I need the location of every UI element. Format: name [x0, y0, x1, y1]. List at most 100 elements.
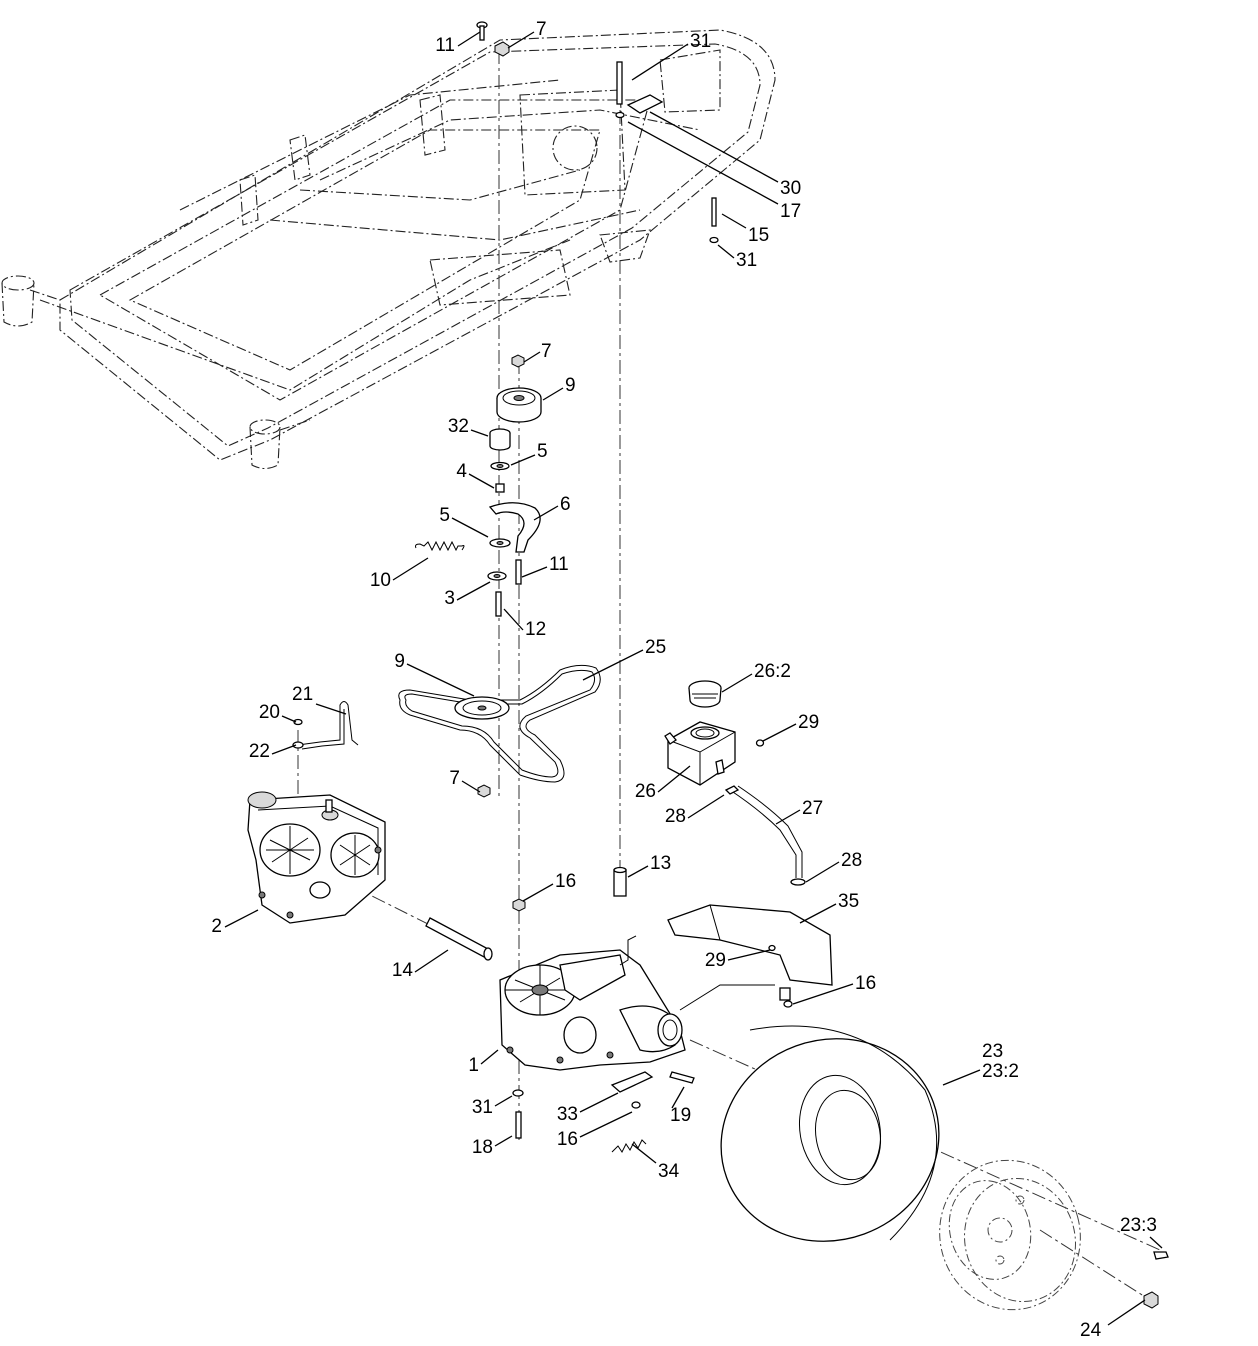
- leader-line-c-26: [657, 765, 691, 793]
- callout-c-19: 19: [670, 1105, 691, 1126]
- callout-c-11-mid: 11: [549, 554, 569, 575]
- top-hardware: [476, 21, 719, 244]
- callout-c-29-top: 29: [798, 712, 819, 733]
- callout-c-31-top: 31: [690, 31, 711, 52]
- leader-line-c-16-a: [522, 883, 554, 902]
- callout-c-22: 22: [249, 741, 270, 762]
- callout-c-9-belt: 9: [394, 651, 405, 672]
- leader-line-c-19: [671, 1086, 685, 1109]
- leader-line-c-7-mid: [523, 351, 541, 363]
- leader-line-c-11-mid: [521, 566, 548, 578]
- callout-c-4: 4: [456, 461, 467, 482]
- leader-line-c-7-belt: [461, 780, 481, 793]
- leader-line-c-1: [480, 1049, 499, 1065]
- leader-line-c-35: [799, 903, 837, 924]
- leader-line-c-9-mid: [542, 387, 564, 401]
- callout-c-27: 27: [802, 798, 823, 819]
- callout-c-28-a: 28: [665, 806, 686, 827]
- callout-c-30: 30: [780, 178, 801, 199]
- callout-c-10: 10: [370, 570, 391, 591]
- leader-line-c-16-b: [792, 983, 854, 1005]
- callout-c-23-2: 23:2: [982, 1061, 1019, 1082]
- callout-c-1: 1: [468, 1055, 479, 1076]
- callout-c-35: 35: [838, 891, 859, 912]
- leader-line-c-9-belt: [406, 663, 475, 697]
- drive-shaft: [425, 866, 627, 961]
- leader-line-c-22: [271, 744, 297, 755]
- leader-line-c-23-3: [1149, 1236, 1163, 1249]
- leader-line-c-5-a: [510, 454, 536, 466]
- callout-c-33: 33: [557, 1104, 578, 1125]
- leader-line-c-28-a: [687, 794, 725, 819]
- callout-c-14: 14: [392, 960, 414, 981]
- callout-c-7-belt: 7: [449, 768, 460, 789]
- bypass-rod: [292, 701, 359, 750]
- leader-line-c-11-top: [457, 31, 481, 47]
- leader-line-c-12: [503, 608, 524, 631]
- idler-assembly: [415, 354, 542, 617]
- callout-c-31-bot: 31: [472, 1097, 493, 1118]
- leader-line-c-31-bot: [494, 1095, 513, 1107]
- callout-c-6: 6: [560, 494, 571, 515]
- leader-line-c-32: [470, 429, 489, 437]
- frame-assembly: [1, 29, 776, 470]
- leader-line-c-16-c: [579, 1111, 633, 1138]
- callout-c-28-b: 28: [841, 850, 862, 871]
- callout-c-31-right: 31: [736, 250, 757, 271]
- leader-line-c-29-top: [762, 723, 797, 742]
- callout-c-13: 13: [650, 853, 671, 874]
- left-transmission: [247, 791, 386, 924]
- hydraulic-tank: [664, 680, 806, 886]
- callout-c-7-mid: 7: [541, 341, 552, 362]
- leader-line-c-17: [627, 121, 779, 205]
- leader-line-c-6: [533, 505, 559, 521]
- callout-c-23-3: 23:3: [1120, 1215, 1157, 1236]
- callout-c-11-top: 11: [435, 35, 455, 56]
- leader-line-c-20: [281, 715, 297, 723]
- right-transmission: [499, 898, 695, 1153]
- leader-line-c-13: [627, 865, 649, 878]
- leader-line-c-2: [224, 909, 259, 928]
- callout-c-26-2: 26:2: [754, 661, 791, 682]
- leader-line-c-28-b: [805, 861, 840, 883]
- callout-c-5-b: 5: [439, 505, 450, 526]
- callout-c-32: 32: [448, 416, 469, 437]
- leader-line-c-14: [414, 949, 449, 973]
- callout-labels: 1173130171531793254651011312925212026:22…: [211, 19, 1163, 1341]
- shield: [667, 904, 833, 1011]
- callout-c-2: 2: [211, 916, 222, 937]
- leader-line-c-29-bot: [727, 949, 771, 961]
- callout-c-34: 34: [658, 1161, 680, 1182]
- callout-c-25: 25: [645, 637, 666, 658]
- leader-line-c-3: [456, 581, 491, 601]
- leader-line-c-24: [1107, 1299, 1146, 1326]
- callout-c-3: 3: [444, 588, 455, 609]
- leader-line-c-15: [721, 213, 747, 229]
- leader-line-c-10: [392, 557, 429, 581]
- leader-line-c-31-top: [631, 43, 689, 81]
- tire: [720, 1025, 940, 1242]
- leader-line-c-5-b: [451, 517, 489, 538]
- leader-line-c-26-2: [721, 673, 753, 693]
- callout-c-18: 18: [472, 1137, 493, 1158]
- leader-line-c-4: [468, 473, 495, 489]
- leader-line-c-21: [315, 703, 347, 715]
- leader-line-c-7-top: [507, 31, 535, 49]
- drive-belt: [398, 664, 601, 798]
- leader-line-c-18: [494, 1135, 513, 1147]
- callout-c-5-a: 5: [537, 441, 548, 462]
- callout-c-20: 20: [259, 702, 280, 723]
- callout-c-7-top: 7: [536, 19, 547, 40]
- callout-c-26: 26: [635, 781, 656, 802]
- leader-line-c-25: [582, 649, 644, 681]
- wheel-rim: [939, 1159, 1169, 1311]
- leader-line-c-31-right: [717, 244, 735, 259]
- leader-line-c-23: [942, 1069, 981, 1086]
- callout-c-16-c: 16: [557, 1129, 578, 1150]
- leader-line-c-33: [579, 1092, 619, 1113]
- callout-c-16-a: 16: [555, 871, 576, 892]
- callout-c-21: 21: [292, 684, 313, 705]
- callout-c-12: 12: [525, 619, 546, 640]
- callout-c-23: 23: [982, 1041, 1003, 1062]
